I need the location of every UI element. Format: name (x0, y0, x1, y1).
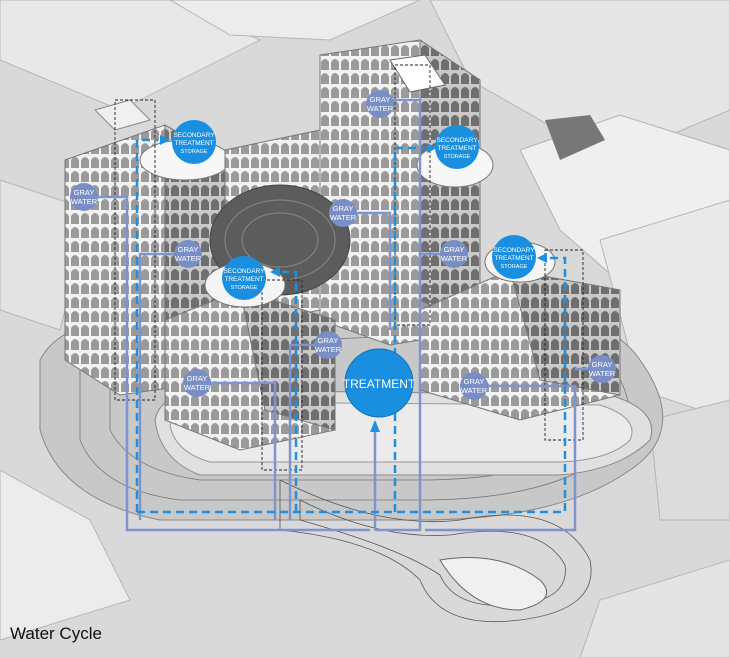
svg-text:TREATMENT: TREATMENT (343, 377, 416, 391)
treated-pipe-main (137, 256, 567, 514)
gray-water-node: GRAY WATER (588, 355, 616, 383)
treated-pipe-left (135, 138, 158, 512)
arrow-frontleft-storage (270, 267, 280, 277)
svg-text:TREATMENT: TREATMENT (224, 276, 263, 283)
svg-text:WATER: WATER (589, 369, 616, 378)
treated-pipe-frontleft (282, 270, 298, 512)
arrow-left-storage (160, 135, 170, 145)
gray-pipe-left (98, 195, 370, 532)
gray-water-nodes: GRAY WATER GRAY WATER GRAY WATER GRAY WA… (70, 90, 616, 400)
svg-text:STORAGE: STORAGE (231, 285, 258, 291)
svg-text:GRAY: GRAY (464, 377, 485, 386)
gray-water-node: GRAY WATER (70, 183, 98, 211)
svg-text:TREATMENT: TREATMENT (494, 255, 533, 262)
arrow-center-storage (427, 143, 437, 153)
svg-text:STORAGE: STORAGE (181, 149, 208, 155)
svg-text:STORAGE: STORAGE (501, 264, 528, 270)
svg-text:WATER: WATER (461, 386, 488, 395)
svg-text:WATER: WATER (367, 104, 394, 113)
gray-pipe-centerright (375, 252, 454, 532)
gray-water-node: GRAY WATER (440, 240, 468, 268)
flow-arrows (160, 135, 547, 432)
svg-text:SECONDARY: SECONDARY (223, 268, 265, 275)
svg-text:SECONDARY: SECONDARY (493, 247, 535, 254)
svg-text:WATER: WATER (441, 254, 468, 263)
svg-text:GRAY: GRAY (178, 245, 199, 254)
svg-text:WATER: WATER (330, 213, 357, 222)
svg-text:WATER: WATER (184, 383, 211, 392)
svg-text:GRAY: GRAY (74, 188, 95, 197)
svg-text:GRAY: GRAY (370, 95, 391, 104)
svg-text:GRAY: GRAY (318, 336, 339, 345)
gray-water-node: GRAY WATER (314, 331, 342, 359)
svg-text:WATER: WATER (315, 345, 342, 354)
gray-water-node: GRAY WATER (366, 90, 394, 118)
storage-node: SECONDARY TREATMENT STORAGE (435, 125, 479, 169)
building-front-left (164, 262, 336, 451)
svg-text:GRAY: GRAY (444, 245, 465, 254)
svg-text:GRAY: GRAY (333, 204, 354, 213)
svg-text:GRAY: GRAY (187, 374, 208, 383)
svg-text:TREATMENT: TREATMENT (174, 140, 213, 147)
gray-water-node: GRAY WATER (460, 372, 488, 400)
svg-text:GRAY: GRAY (592, 360, 613, 369)
gray-pipe-left2 (138, 252, 188, 520)
svg-text:TREATMENT: TREATMENT (437, 145, 476, 152)
arrow-treatment-in (370, 420, 380, 432)
storage-node: SECONDARY TREATMENT STORAGE (172, 120, 216, 164)
gray-water-node: GRAY WATER (174, 240, 202, 268)
gray-water-node: GRAY WATER (183, 369, 211, 397)
arrow-right-storage (537, 253, 547, 263)
gray-pipe-right (425, 384, 577, 532)
diagram-caption: Water Cycle (10, 624, 102, 643)
svg-text:SECONDARY: SECONDARY (173, 132, 215, 139)
treatment-node: TREATMENT (343, 348, 416, 418)
svg-text:STORAGE: STORAGE (444, 154, 471, 160)
storage-node: SECONDARY TREATMENT STORAGE (222, 256, 266, 300)
svg-text:WATER: WATER (71, 197, 98, 206)
storage-node: SECONDARY TREATMENT STORAGE (492, 235, 536, 279)
gray-pipe-centerleft (343, 211, 392, 330)
storage-nodes: SECONDARY TREATMENT STORAGE SECONDARY TR… (172, 120, 536, 300)
gray-pipe-frontleft (197, 381, 277, 520)
svg-text:SECONDARY: SECONDARY (436, 137, 478, 144)
svg-text:WATER: WATER (175, 254, 202, 263)
gray-water-node: GRAY WATER (329, 199, 357, 227)
